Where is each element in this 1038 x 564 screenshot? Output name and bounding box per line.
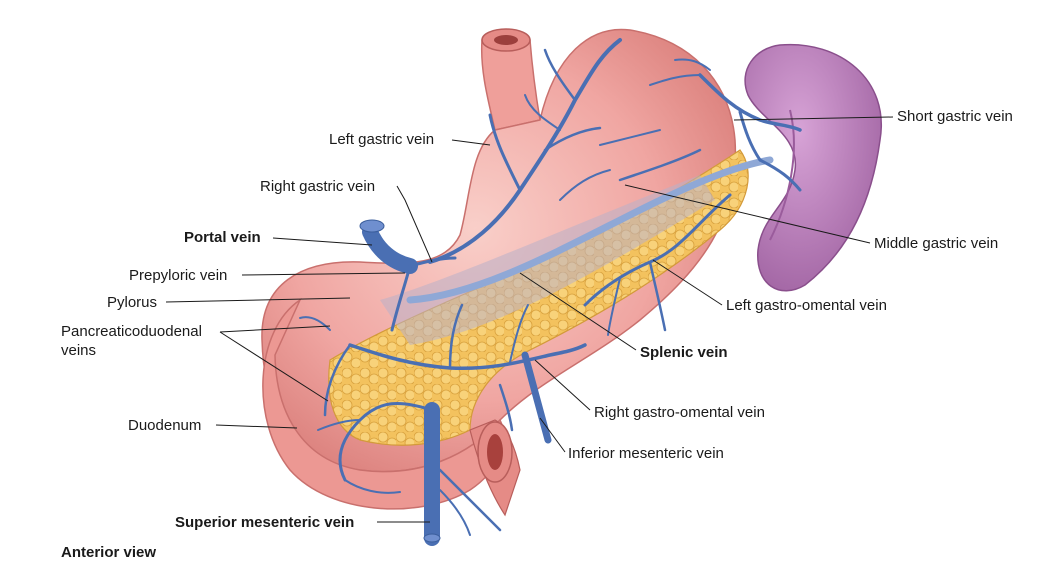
spleen-hilum [769, 109, 795, 241]
label-right-gastric-vein: Right gastric vein [260, 178, 376, 195]
label-pancreaticoduodenal-veins-line1: Pancreaticoduodenal [61, 323, 202, 340]
label-inferior-mesenteric-vein: Inferior mesenteric vein [568, 445, 724, 462]
label-prepyloric-vein: Prepyloric vein [129, 267, 228, 284]
middle-gastric-vein [618, 148, 702, 182]
vein-network [299, 38, 802, 546]
prepyloric-vein [390, 264, 412, 332]
right-gastro-omental-vein [348, 343, 587, 371]
label-middle-gastric-vein: Middle gastric vein [874, 235, 999, 252]
label-pylorus: Pylorus [107, 294, 158, 311]
label-left-gastro-omental-vein: Left gastro-omental vein [726, 297, 887, 314]
label-duodenum: Duodenum [128, 417, 202, 434]
label-short-gastric-vein: Short gastric vein [897, 108, 1013, 125]
right-gastric-vein [408, 256, 457, 268]
inferior-mesenteric-vein [521, 351, 552, 444]
label-splenic-vein: Splenic vein [640, 344, 728, 361]
splenic-vein [406, 156, 774, 304]
label-left-gastric-vein: Left gastric vein [329, 131, 435, 148]
label-anterior-view: Anterior view [61, 544, 157, 561]
label-right-gastro-omental-vein: Right gastro-omental vein [594, 404, 765, 421]
label-superior-mesenteric-vein: Superior mesenteric vein [175, 514, 355, 531]
portal-vein [362, 224, 418, 274]
leader-lines [165, 116, 894, 523]
label-portal-vein: Portal vein [184, 229, 261, 246]
left-gastric-vein [428, 38, 622, 264]
spleen [744, 43, 882, 292]
portal-vein-end [359, 219, 385, 233]
label-pancreaticoduodenal-veins-line2: veins [61, 342, 97, 359]
